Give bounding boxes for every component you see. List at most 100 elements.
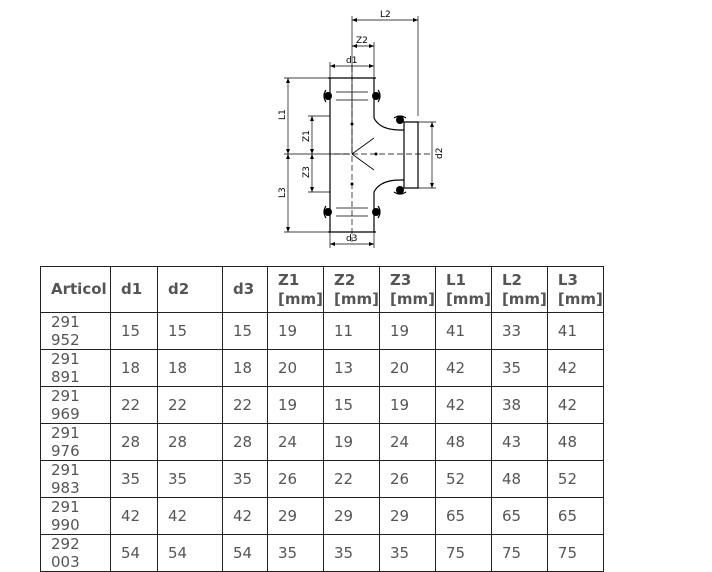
cell-z3: 24 bbox=[378, 423, 436, 461]
cell-l1: 42 bbox=[434, 349, 492, 387]
cell-d3: 28 bbox=[222, 423, 268, 461]
cell-d1: 35 bbox=[110, 460, 158, 498]
label-d1: d1 bbox=[346, 56, 357, 66]
cell-d3: 15 bbox=[222, 312, 268, 350]
cell-articol: 291 952 bbox=[40, 312, 111, 350]
table-row: 291 976 28 28 28 24 19 24 48 43 48 bbox=[40, 423, 604, 461]
header-d2: d2 bbox=[157, 266, 223, 313]
cell-l1: 52 bbox=[434, 460, 492, 498]
dimension-arrows bbox=[286, 18, 434, 246]
cell-z3: 26 bbox=[378, 460, 436, 498]
tee-body bbox=[323, 77, 419, 233]
cell-l2: 65 bbox=[490, 497, 548, 535]
label-z3: Z3 bbox=[302, 166, 312, 178]
dimensions-table: Articol d1 d2 d3 Z1[mm] Z2[mm] Z3[mm] L1… bbox=[40, 266, 604, 572]
header-l3: L3[mm] bbox=[546, 266, 604, 313]
header-d1: d1 bbox=[110, 266, 158, 313]
cell-articol: 291 983 bbox=[40, 460, 111, 498]
cell-d2: 42 bbox=[157, 497, 223, 535]
cell-z3: 19 bbox=[378, 312, 436, 350]
cell-l1: 65 bbox=[434, 497, 492, 535]
cell-d2: 15 bbox=[157, 312, 223, 350]
cell-d2: 22 bbox=[157, 386, 223, 424]
cell-z1: 35 bbox=[267, 534, 324, 572]
cell-articol: 291 891 bbox=[40, 349, 111, 387]
table-row: 292 003 54 54 54 35 35 35 75 75 75 bbox=[40, 534, 604, 572]
cell-l1: 48 bbox=[434, 423, 492, 461]
cell-d3: 35 bbox=[222, 460, 268, 498]
cell-z1: 20 bbox=[267, 349, 324, 387]
label-z1: Z1 bbox=[302, 130, 312, 142]
cell-z2: 22 bbox=[322, 460, 380, 498]
label-l1: L1 bbox=[278, 109, 288, 120]
cell-z1: 19 bbox=[267, 312, 324, 350]
header-z1: Z1[mm] bbox=[267, 266, 324, 313]
label-l2: L2 bbox=[380, 10, 391, 20]
table-header-row: Articol d1 d2 d3 Z1[mm] Z2[mm] Z3[mm] L1… bbox=[40, 266, 604, 313]
cell-l1: 42 bbox=[434, 386, 492, 424]
label-l3: L3 bbox=[278, 187, 288, 198]
cell-z2: 13 bbox=[322, 349, 380, 387]
table-row: 291 983 35 35 35 26 22 26 52 48 52 bbox=[40, 460, 604, 498]
cell-l1: 75 bbox=[434, 534, 492, 572]
cell-l3: 48 bbox=[546, 423, 604, 461]
cell-z1: 24 bbox=[267, 423, 324, 461]
cell-d2: 18 bbox=[157, 349, 223, 387]
cell-z3: 35 bbox=[378, 534, 436, 572]
cell-articol: 292 003 bbox=[40, 534, 111, 572]
cell-l3: 41 bbox=[546, 312, 604, 350]
cell-z2: 29 bbox=[322, 497, 380, 535]
cell-d1: 54 bbox=[110, 534, 158, 572]
cell-l2: 35 bbox=[490, 349, 548, 387]
header-z3: Z3[mm] bbox=[378, 266, 436, 313]
cell-l2: 43 bbox=[490, 423, 548, 461]
cell-articol: 291 990 bbox=[40, 497, 111, 535]
cell-l3: 75 bbox=[546, 534, 604, 572]
cell-z2: 35 bbox=[322, 534, 380, 572]
cell-z1: 26 bbox=[267, 460, 324, 498]
cell-l3: 42 bbox=[546, 386, 604, 424]
header-l2: L2[mm] bbox=[490, 266, 548, 313]
cell-l2: 48 bbox=[490, 460, 548, 498]
cell-z3: 20 bbox=[378, 349, 436, 387]
cell-l2: 38 bbox=[490, 386, 548, 424]
cell-d2: 35 bbox=[157, 460, 223, 498]
cell-d2: 28 bbox=[157, 423, 223, 461]
cell-d1: 15 bbox=[110, 312, 158, 350]
table-row: 291 891 18 18 18 20 13 20 42 35 42 bbox=[40, 349, 604, 387]
header-z2: Z2[mm] bbox=[322, 266, 380, 313]
cell-l3: 52 bbox=[546, 460, 604, 498]
cell-d3: 18 bbox=[222, 349, 268, 387]
cell-l3: 42 bbox=[546, 349, 604, 387]
cell-z3: 19 bbox=[378, 386, 436, 424]
cell-d3: 22 bbox=[222, 386, 268, 424]
cell-z1: 29 bbox=[267, 497, 324, 535]
cell-l1: 41 bbox=[434, 312, 492, 350]
tee-fitting-drawing: L2 Z2 d1 L1 L3 Z1 Z3 d2 d3 bbox=[270, 6, 460, 256]
cell-l3: 65 bbox=[546, 497, 604, 535]
cell-d3: 42 bbox=[222, 497, 268, 535]
cell-d1: 18 bbox=[110, 349, 158, 387]
header-l1: L1[mm] bbox=[434, 266, 492, 313]
cell-articol: 291 976 bbox=[40, 423, 111, 461]
label-z2: Z2 bbox=[356, 36, 368, 46]
label-d3: d3 bbox=[346, 234, 357, 244]
cell-z2: 15 bbox=[322, 386, 380, 424]
cell-z2: 11 bbox=[322, 312, 380, 350]
cell-l2: 33 bbox=[490, 312, 548, 350]
table-row: 291 969 22 22 22 19 15 19 42 38 42 bbox=[40, 386, 604, 424]
cell-l2: 75 bbox=[490, 534, 548, 572]
cell-z1: 19 bbox=[267, 386, 324, 424]
label-d2: d2 bbox=[435, 148, 445, 159]
cell-z2: 19 bbox=[322, 423, 380, 461]
cell-articol: 291 969 bbox=[40, 386, 111, 424]
cell-d1: 28 bbox=[110, 423, 158, 461]
header-articol: Articol bbox=[40, 266, 111, 313]
cell-z3: 29 bbox=[378, 497, 436, 535]
table-row: 291 990 42 42 42 29 29 29 65 65 65 bbox=[40, 497, 604, 535]
header-d3: d3 bbox=[222, 266, 268, 313]
table-row: 291 952 15 15 15 19 11 19 41 33 41 bbox=[40, 312, 604, 350]
cell-d1: 42 bbox=[110, 497, 158, 535]
cell-d1: 22 bbox=[110, 386, 158, 424]
cell-d2: 54 bbox=[157, 534, 223, 572]
